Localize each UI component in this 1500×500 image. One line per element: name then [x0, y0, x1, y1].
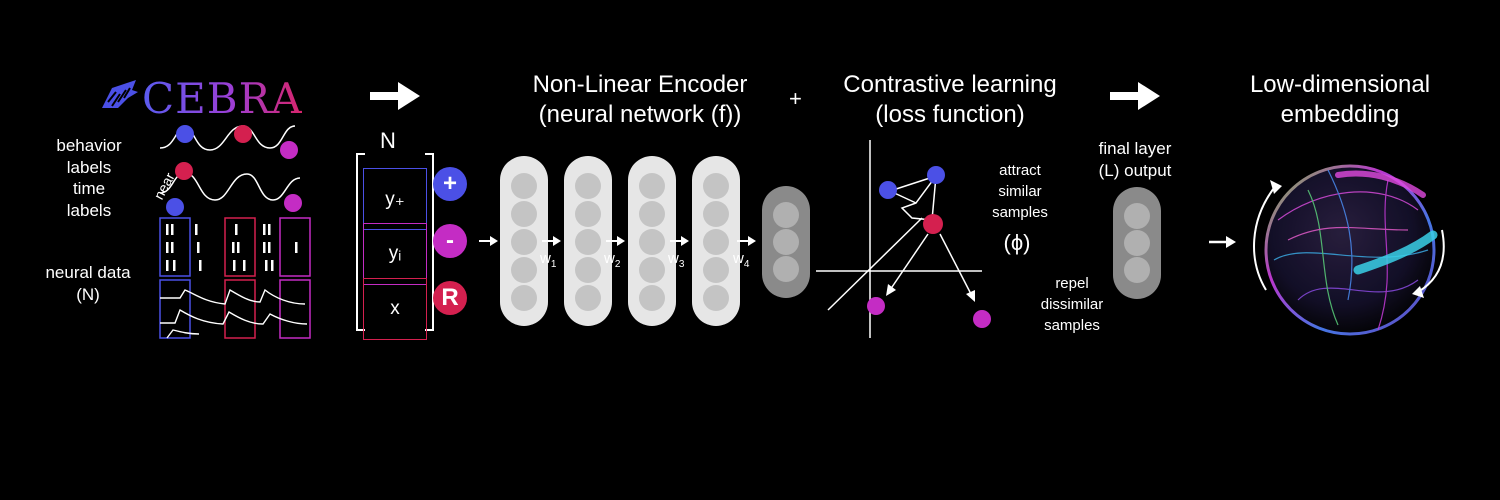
reference-symbol: R	[433, 281, 467, 315]
weight-label-1: w1	[540, 250, 557, 270]
spike-box-magenta	[279, 217, 311, 277]
small-arrow-icon	[542, 236, 561, 246]
embedding-sphere	[1253, 164, 1445, 336]
weight-label-4: w4	[733, 250, 750, 270]
arrow-right-icon	[1110, 82, 1160, 110]
input-data-illustration	[159, 125, 311, 339]
reference-sample-box: x	[363, 278, 427, 340]
rotation-arrow-right	[1417, 229, 1445, 293]
plus-sign: +	[789, 86, 802, 111]
positive-symbol: +	[433, 167, 467, 201]
small-arrow-icon	[670, 236, 689, 246]
embedding-point-blue-2	[927, 166, 945, 184]
small-arrow-icon	[479, 236, 498, 246]
final-layer	[1113, 187, 1161, 299]
phi-label: (ϕ)	[1003, 230, 1031, 255]
rotation-arrow-left	[1253, 187, 1275, 291]
time-dot-blue	[166, 198, 184, 216]
contrastive-title: Contrastive learning (loss function)	[843, 71, 1057, 128]
negative-symbol: -	[433, 224, 467, 258]
calcium-traces	[160, 288, 308, 339]
zebra-icon	[102, 80, 138, 108]
trace-box-blue	[159, 279, 191, 339]
encoder-output-layer	[762, 186, 810, 298]
time-labels-label: time labels	[66, 179, 112, 220]
small-arrow-icon	[737, 236, 756, 246]
encoder-layer-4	[692, 156, 740, 326]
index-sample-box: yᵢ	[363, 223, 427, 285]
spike-box-blue	[159, 217, 191, 277]
weight-label-2: w2	[604, 250, 621, 270]
encoder-layer-1	[500, 156, 548, 326]
embedding-point-magenta-1	[867, 297, 885, 315]
spike-raster	[166, 224, 298, 271]
embedding-point-reference	[923, 214, 943, 234]
encoder-title: Non-Linear Encoder (neural network (f))	[532, 71, 748, 128]
trace-box-red	[224, 279, 256, 339]
small-arrow-icon	[606, 236, 625, 246]
arrow-right-icon	[370, 82, 420, 110]
axis-diagonal	[827, 217, 923, 311]
behavior-labels-label: behavior labels	[56, 136, 122, 177]
contrastive-plot	[816, 140, 991, 338]
final-layer-label: final layer (L) output	[1098, 139, 1172, 180]
weight-label-3: w3	[668, 250, 685, 270]
time-dot-red	[175, 162, 193, 180]
embedding-title: Low-dimensional embedding	[1249, 71, 1431, 128]
repel-arrow-right	[939, 233, 973, 297]
behavior-dot-blue	[176, 125, 194, 143]
positive-sample-box: y₊	[363, 168, 427, 230]
behavior-dot-magenta	[280, 141, 298, 159]
behavior-dot-red	[234, 125, 252, 143]
encoder-layer-3	[628, 156, 676, 326]
small-arrow-icon	[1209, 236, 1236, 248]
time-dot-magenta	[284, 194, 302, 212]
trace-box-magenta	[279, 279, 311, 339]
neural-data-label: neural data (N)	[45, 263, 131, 304]
repel-label: repel dissimilar samples	[1040, 275, 1104, 334]
encoder-layer-2	[564, 156, 612, 326]
embedding-point-magenta-2	[973, 310, 991, 328]
embedding-point-blue-1	[879, 181, 897, 199]
attract-links	[889, 174, 939, 221]
cebra-logo: CEBRA	[142, 74, 303, 123]
attract-label: attract similar samples	[992, 162, 1048, 221]
spike-box-red	[224, 217, 256, 277]
repel-arrow-left	[889, 233, 929, 291]
batch-size-label: N	[380, 128, 396, 153]
